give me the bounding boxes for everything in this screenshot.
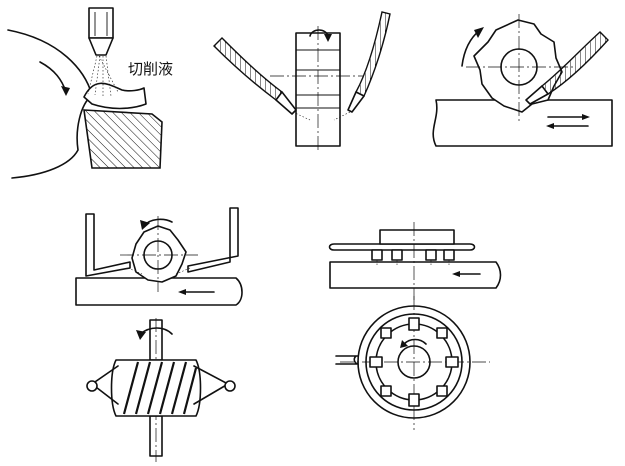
right-support-pivot: [224, 380, 236, 392]
ring-nozzles: [369, 317, 459, 407]
right-coolant-hose: [355, 11, 391, 97]
coolant-spray: [87, 55, 119, 97]
rotation-arrow: [403, 338, 427, 345]
panel-milling-dual-pipes: [75, 207, 243, 306]
workpiece: [329, 261, 502, 289]
left-coolant-pipe: [85, 213, 131, 277]
panel-ring-side-view: [328, 222, 502, 300]
workpiece: [432, 99, 613, 147]
inlet-pipe: [335, 355, 359, 365]
hose-nozzle: [525, 85, 549, 105]
panel-threaded-roller: [86, 318, 236, 462]
workpiece-arc: [7, 29, 93, 179]
right-coolant-pipe: [187, 207, 239, 273]
roller-threads: [122, 361, 198, 415]
left-coolant-hose: [213, 37, 283, 101]
right-nozzle: [347, 91, 365, 113]
cutting-tool: [83, 109, 163, 169]
chip: [83, 82, 147, 110]
cutter-hub: [379, 229, 455, 245]
workpiece: [75, 277, 243, 306]
panel-dual-nozzle-saw: [213, 11, 391, 150]
ring-nozzles: [371, 249, 455, 261]
nozzle-tip: [88, 37, 114, 56]
left-nozzle: [275, 91, 297, 115]
coolant-nozzle: [88, 7, 114, 39]
panel-milling-single-hose: [432, 14, 613, 147]
rotation-arrowhead: [61, 86, 70, 96]
left-support-pivot: [86, 380, 98, 392]
panel-ring-top-view: [335, 296, 490, 430]
coolant-ring-pipe: [328, 243, 476, 251]
panel-turning-coolant: 切削液: [7, 7, 173, 179]
coolant-label: 切削液: [128, 60, 173, 78]
